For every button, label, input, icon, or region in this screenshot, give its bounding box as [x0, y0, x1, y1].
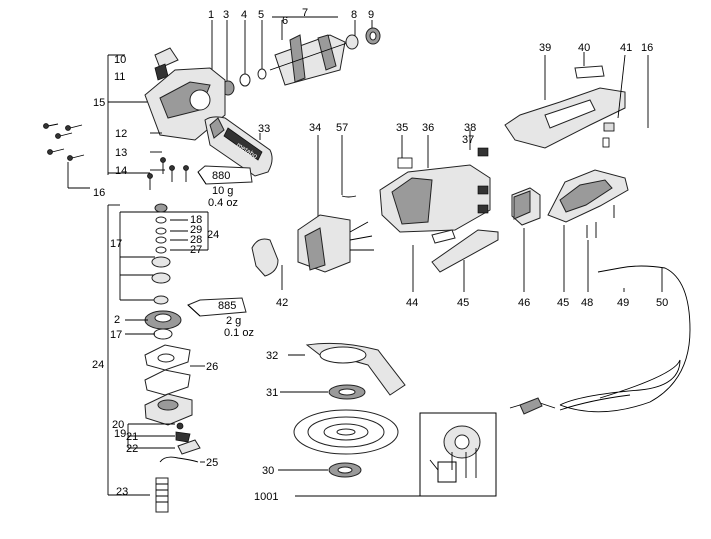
label-48: 48	[581, 297, 593, 309]
label-42: 42	[276, 297, 288, 309]
label-20: 20	[112, 419, 124, 431]
label-3: 3	[223, 9, 229, 21]
label-40	[574, 52, 605, 79]
flange-30	[278, 462, 362, 478]
label-44: 44	[406, 297, 418, 309]
label-16b: 16	[641, 42, 653, 54]
label-24b: 24	[92, 359, 104, 371]
label-36: 36	[422, 122, 434, 134]
label-9: 9	[368, 9, 374, 21]
label-4: 4	[241, 9, 247, 21]
screws-left	[43, 123, 189, 190]
power-cable	[509, 265, 691, 415]
label-49: 49	[617, 297, 629, 309]
switch-46	[511, 187, 541, 292]
label-29: 29	[190, 224, 202, 236]
label-7: 7	[302, 7, 308, 19]
tube-880-grams: 10 g	[212, 185, 233, 197]
tube-880-code: 880	[212, 170, 230, 182]
label-24a: 24	[207, 229, 219, 241]
rear-cover-39	[504, 55, 626, 149]
tube-880-ounces: 0.4 oz	[208, 197, 238, 209]
label-17b: 17	[110, 329, 122, 341]
tube-885-grams: 2 g	[226, 315, 241, 327]
label-23: 23	[116, 486, 128, 498]
label-41: 41	[620, 42, 632, 54]
grinding-disc	[293, 409, 399, 455]
switch-slide-45	[431, 229, 499, 292]
label-45b: 45	[557, 297, 569, 309]
label-50: 50	[656, 297, 668, 309]
label-38: 38	[464, 122, 476, 134]
handle-housing-45	[547, 169, 629, 292]
label-8: 8	[351, 9, 357, 21]
label-22: 22	[126, 443, 138, 455]
grease-tube-880	[197, 165, 253, 185]
label-17a: 17	[110, 238, 122, 250]
label-15: 15	[93, 97, 105, 109]
label-25: 25	[206, 457, 218, 469]
label-19: 19	[114, 428, 126, 440]
label-5: 5	[258, 9, 264, 21]
field-coil	[297, 135, 374, 273]
flange-stack	[127, 344, 205, 513]
label-33: 33	[258, 123, 270, 135]
label-21: 21	[126, 431, 138, 443]
spindle-stack	[107, 203, 209, 496]
wiring-inset	[295, 412, 497, 497]
rotor-assembly	[207, 16, 381, 98]
label-40: 40	[578, 42, 590, 54]
grease-tube-885	[187, 297, 247, 317]
cover-plate-44	[412, 229, 456, 292]
label-14: 14	[115, 165, 127, 177]
tube-885-ounces: 0.1 oz	[224, 327, 254, 339]
label-1001: 1001	[254, 491, 278, 503]
label-32: 32	[266, 350, 278, 362]
label-11: 11	[114, 71, 125, 83]
label-6: 6	[282, 15, 288, 27]
label-2: 2	[114, 314, 120, 326]
label-27: 27	[190, 244, 202, 256]
flange-nut-31	[280, 384, 366, 400]
wheel-guard	[288, 342, 406, 396]
label-28: 28	[190, 234, 202, 246]
label-39: 39	[539, 42, 551, 54]
side-handle: metabo	[204, 116, 273, 177]
label-12: 12	[115, 128, 127, 140]
label-57: 57	[336, 122, 348, 134]
parts-41-16	[602, 54, 649, 148]
label-35: 35	[396, 122, 408, 134]
label-37: 37	[462, 134, 474, 146]
label-1: 1	[208, 9, 214, 21]
part-labels: 1 3 4 5 6 7 8 9 10 11 15 12 13 14 16 33 …	[92, 7, 668, 503]
label-31: 31	[266, 387, 278, 399]
bearing-cover-42	[251, 238, 283, 290]
label-10: 10	[114, 54, 126, 66]
label-16a: 16	[93, 187, 105, 199]
motor-housing	[379, 130, 491, 233]
label-18: 18	[190, 214, 202, 226]
label-13: 13	[115, 147, 127, 159]
label-46: 46	[518, 297, 530, 309]
label-30: 30	[262, 465, 274, 477]
label-26: 26	[206, 361, 218, 373]
label-45a: 45	[457, 297, 469, 309]
tube-885-code: 885	[218, 300, 236, 312]
label-34: 34	[309, 122, 321, 134]
